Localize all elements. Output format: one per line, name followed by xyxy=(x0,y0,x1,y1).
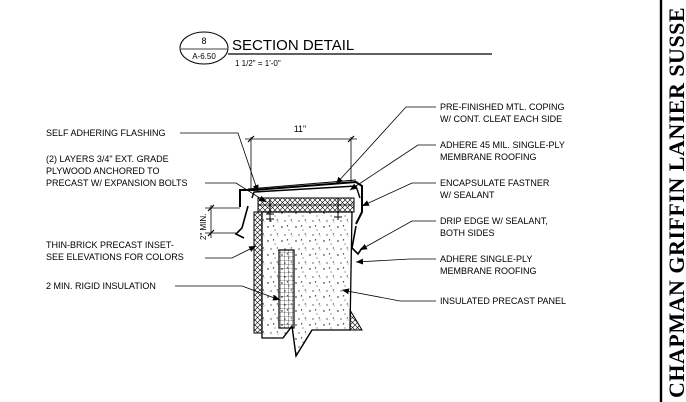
leader-membrane xyxy=(355,258,436,265)
left-callouts: SELF ADHERING FLASHING (2) LAYERS 3/4" E… xyxy=(46,128,281,301)
wall-section: 11" 2" MIN. xyxy=(199,124,363,358)
leader-membrane45 xyxy=(349,144,436,191)
drip-edge-left xyxy=(234,205,249,239)
label-membrane-1: ADHERE SINGLE-PLY xyxy=(440,254,532,264)
panel-base xyxy=(349,308,363,331)
leader-fastener xyxy=(361,182,436,207)
label-membrane45-2: MEMBRANE ROOFING xyxy=(440,152,537,162)
label-fastener-2: W/ SEALANT xyxy=(440,190,495,200)
dim-tick-left xyxy=(247,135,255,143)
drip-edge-right xyxy=(351,225,363,256)
label-thinbrick-2: SEE ELEVATIONS FOR COLORS xyxy=(46,252,184,262)
label-fastener-1: ENCAPSULATE FASTNER xyxy=(440,178,550,188)
label-plywood-2: PLYWOOD ANCHORED TO xyxy=(46,166,160,176)
detail-sheet-ref: A-6.50 xyxy=(192,52,216,61)
break-line xyxy=(282,324,313,358)
membrane-layer xyxy=(251,185,361,199)
detail-title: SECTION DETAIL xyxy=(232,37,354,54)
label-membrane-2: MEMBRANE ROOFING xyxy=(440,266,537,276)
leader-panel xyxy=(341,288,436,302)
expansion-bolt-left xyxy=(266,200,274,222)
label-drip-2: BOTH SIDES xyxy=(440,228,495,238)
thin-brick-veneer xyxy=(253,211,263,334)
expansion-bolt-right xyxy=(334,198,342,220)
firm-name: CHAPMAN GRIFFIN LANIER SUSSE xyxy=(664,7,686,398)
title-strip: CHAPMAN GRIFFIN LANIER SUSSE xyxy=(659,0,686,402)
label-coping-1: PRE-FINISHED MTL. COPING xyxy=(440,102,565,112)
label-membrane45-1: ADHERE 45 MIL. SINGLE-PLY xyxy=(440,140,565,150)
detail-title-block: 8 A-6.50 SECTION DETAIL 1 1/2" = 1'-0" xyxy=(179,31,492,68)
dim-tick-top xyxy=(207,204,215,212)
width-dimension: 11" xyxy=(294,124,307,134)
label-insulation: 2 MIN. RIGID INSULATION xyxy=(46,281,156,291)
label-panel: INSULATED PRECAST PANEL xyxy=(440,296,566,306)
label-flashing: SELF ADHERING FLASHING xyxy=(46,128,166,138)
precast-panel xyxy=(261,211,353,358)
leader-flashing xyxy=(180,132,259,193)
leader-thinbrick xyxy=(205,245,257,259)
leader-insulation xyxy=(175,285,281,301)
detail-bubble xyxy=(179,31,229,65)
label-drip-1: DRIP EDGE W/ SEALANT, xyxy=(440,216,548,226)
dim-tick-right xyxy=(347,135,355,143)
label-plywood-1: (2) LAYERS 3/4" EXT. GRADE xyxy=(46,154,169,164)
detail-number: 8 xyxy=(201,36,206,46)
leader-drip xyxy=(359,220,436,251)
metal-coping xyxy=(239,180,363,225)
label-plywood-3: PRECAST W/ EXPANSION BOLTS xyxy=(46,178,188,188)
dim-tick-bottom xyxy=(207,229,215,237)
label-thinbrick-1: THIN-BRICK PRECAST INSET- xyxy=(46,240,174,250)
rigid-insulation xyxy=(278,249,295,329)
leader-coping xyxy=(335,106,436,185)
detail-scale: 1 1/2" = 1'-0" xyxy=(235,59,281,68)
label-coping-2: W/ CONT. CLEAT EACH SIDE xyxy=(440,114,562,124)
leader-plywood xyxy=(205,182,267,203)
right-callouts: PRE-FINISHED MTL. COPING W/ CONT. CLEAT … xyxy=(335,102,566,306)
min-dimension: 2" MIN. xyxy=(199,214,208,240)
